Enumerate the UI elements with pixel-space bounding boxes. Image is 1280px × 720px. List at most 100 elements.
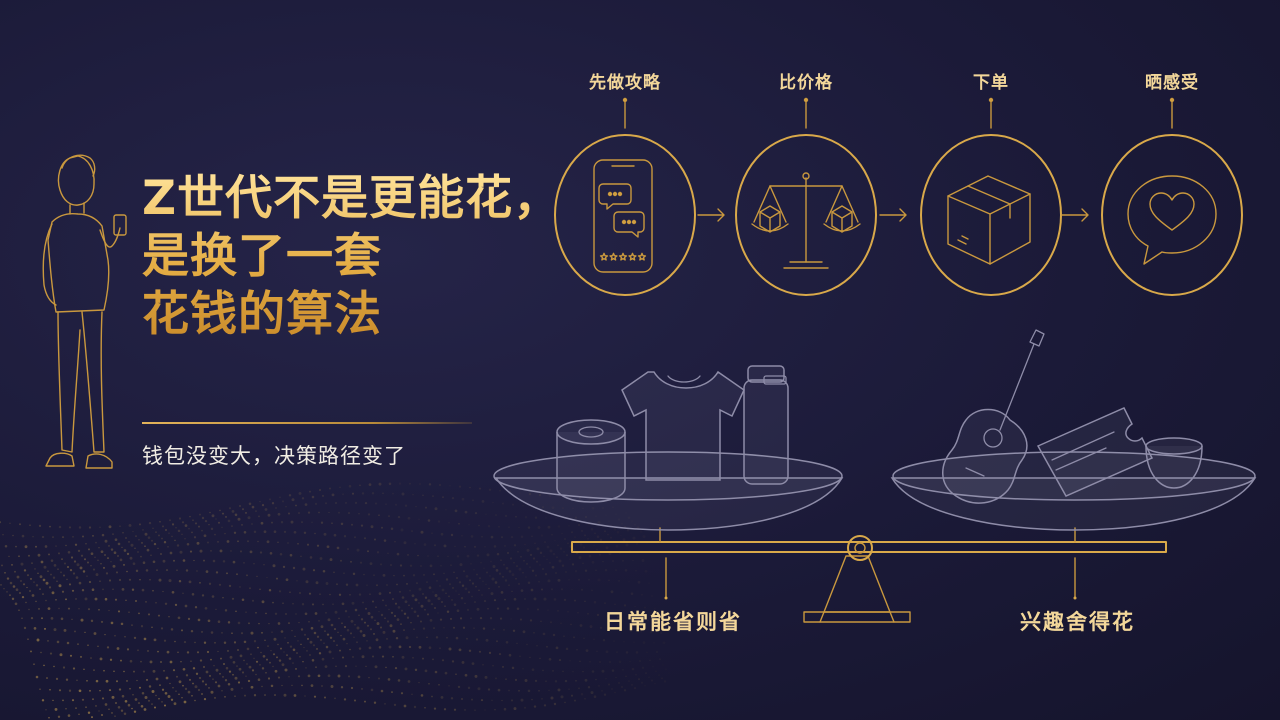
particle-dot: [382, 492, 384, 495]
particle-dot: [461, 660, 465, 664]
particle-dot: [168, 579, 172, 583]
particle-dot: [574, 699, 576, 702]
particle-dot: [211, 595, 215, 598]
particle-dot: [329, 636, 333, 639]
particle-dot: [455, 673, 457, 675]
particle-dot: [117, 542, 121, 546]
particle-dot: [156, 569, 158, 572]
particle-dot: [224, 696, 226, 698]
particle-dot: [148, 521, 152, 525]
particle-dot: [227, 682, 231, 686]
particle-dot: [543, 704, 547, 707]
particle-dot: [490, 560, 492, 563]
particle-dot: [437, 555, 439, 558]
rating-star-icon: [628, 252, 637, 261]
particle-dot: [554, 680, 558, 683]
particle-dot: [524, 516, 528, 519]
particle-dot: [440, 532, 444, 536]
particle-dot: [418, 518, 420, 521]
particle-dot: [72, 667, 76, 670]
particle-dot: [186, 651, 190, 654]
particle-dot: [110, 561, 112, 563]
particle-dot: [345, 502, 347, 504]
particle-dot: [83, 668, 85, 671]
particle-dot: [373, 538, 377, 541]
particle-dot: [549, 495, 551, 497]
particle-dot: [343, 572, 345, 575]
particle-dot: [424, 596, 428, 599]
particle-dot: [47, 570, 49, 572]
particle-dot: [411, 530, 413, 532]
particle-dot: [190, 629, 194, 633]
particle-dot: [48, 553, 50, 556]
particle-dot: [108, 544, 110, 547]
step-circle-research: [554, 134, 696, 296]
particle-dot: [129, 687, 131, 690]
particle-dot: [78, 689, 82, 693]
particle-dot: [617, 616, 619, 619]
particle-dot: [293, 530, 297, 534]
particle-dot: [329, 593, 331, 596]
particle-dot: [491, 699, 493, 702]
particle-dot: [466, 608, 470, 612]
particle-dot: [655, 650, 659, 654]
particle-dot: [302, 660, 304, 663]
particle-dot: [376, 622, 380, 626]
particle-dot: [172, 669, 176, 672]
particle-dot: [490, 592, 494, 596]
particle-dot: [329, 558, 333, 562]
particle-dot: [265, 672, 267, 674]
particle-dot: [638, 659, 642, 663]
particle-dot: [184, 687, 188, 691]
particle-dot: [300, 643, 302, 646]
particle-dot: [525, 562, 529, 565]
particle-dot: [309, 556, 313, 559]
particle-dot: [221, 512, 225, 515]
particle-dot: [378, 514, 380, 517]
particle-dot: [188, 528, 190, 530]
particle-dot: [538, 493, 542, 497]
particle-dot: [87, 644, 89, 646]
particle-dot: [262, 654, 266, 658]
particle-dot: [536, 547, 540, 551]
particle-dot: [178, 680, 182, 684]
particle-dot: [483, 600, 487, 603]
particle-dot: [578, 687, 580, 690]
particle-dot: [123, 549, 127, 552]
particle-dot: [571, 531, 573, 534]
particle-dot: [492, 665, 494, 667]
particle-dot: [78, 608, 80, 610]
particle-dot: [158, 697, 160, 700]
particle-dot: [548, 657, 552, 661]
particle-dot: [92, 698, 94, 701]
particle-dot: [469, 486, 471, 489]
particle-dot: [428, 646, 432, 649]
particle-dot: [80, 554, 84, 557]
particle-dot: [30, 650, 32, 653]
particle-dot: [160, 553, 162, 555]
particle-dot: [259, 664, 261, 666]
particle-dot: [173, 702, 177, 706]
particle-dot: [553, 702, 557, 706]
particle-dot: [256, 575, 258, 578]
particle-dot: [56, 640, 60, 644]
particle-dot: [12, 534, 14, 537]
particle-dot: [210, 550, 212, 552]
particle-dot: [357, 675, 361, 679]
particle-dot: [21, 534, 25, 538]
particle-dot: [245, 611, 247, 613]
particle-dot: [90, 619, 94, 623]
particle-dot: [364, 700, 366, 703]
particle-dot: [309, 640, 313, 644]
particle-dot: [280, 630, 284, 633]
particle-dot: [274, 694, 276, 696]
particle-dot: [333, 533, 337, 537]
particle-dot: [328, 650, 332, 654]
particle-dot: [646, 651, 648, 654]
particle-dot: [447, 555, 449, 558]
particle-dot: [21, 595, 25, 599]
particle-dot: [466, 637, 468, 640]
particle-dot: [194, 522, 198, 525]
particle-dot: [66, 578, 68, 581]
particle-dot: [258, 515, 260, 518]
